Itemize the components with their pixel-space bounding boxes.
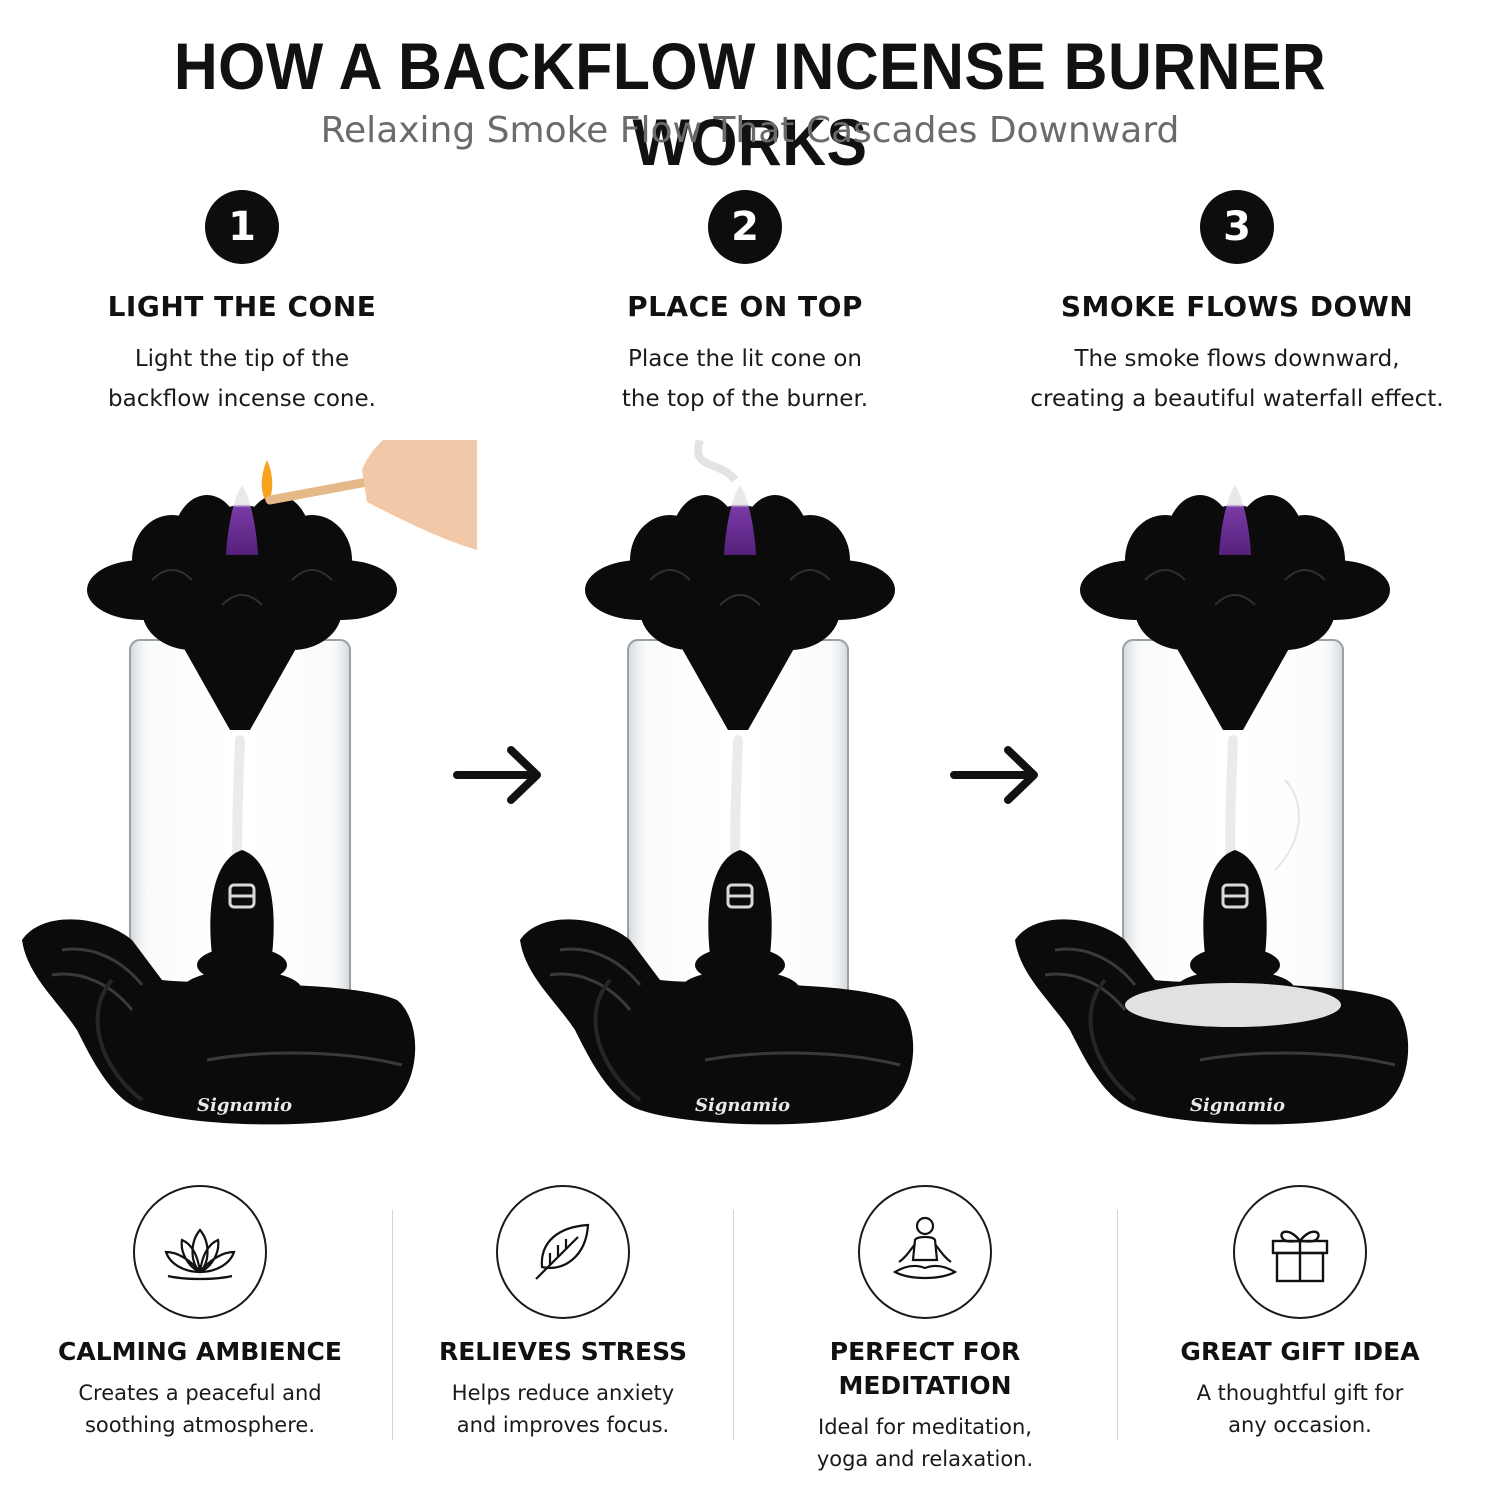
lotus-icon bbox=[133, 1185, 267, 1319]
leaf-icon bbox=[496, 1185, 630, 1319]
matchstick bbox=[265, 477, 372, 505]
step-description-line: Light the tip of the bbox=[134, 346, 350, 372]
feature-description: Ideal for meditation, yoga and relaxatio… bbox=[765, 1411, 1085, 1475]
brand-logo: Signamio bbox=[1190, 1095, 1286, 1116]
divider bbox=[392, 1210, 393, 1440]
step-number: 1 bbox=[205, 190, 279, 264]
step-1: 1 LIGHT THE CONE Light the tip of the ba… bbox=[0, 190, 492, 419]
step-title: SMOKE FLOWS DOWN bbox=[1060, 290, 1414, 323]
feature-description-line: and improves focus. bbox=[456, 1413, 670, 1437]
feature-description: Helps reduce anxiety and improves focus. bbox=[403, 1377, 723, 1441]
burner-illustration-3: Signamio bbox=[1015, 440, 1475, 1140]
step-description: The smoke flows downward, creating a bea… bbox=[987, 339, 1487, 419]
brand-logo: Signamio bbox=[695, 1095, 791, 1116]
feature-title: PERFECT FOR MEDITATION bbox=[765, 1335, 1085, 1403]
feature-title-line: MEDITATION bbox=[838, 1371, 1012, 1400]
smoke-pool bbox=[1125, 983, 1341, 1027]
arrow-right-icon bbox=[950, 740, 1050, 810]
feature-perfect-for-meditation: PERFECT FOR MEDITATION Ideal for meditat… bbox=[765, 1185, 1085, 1475]
feature-great-gift-idea: GREAT GIFT IDEA A thoughtful gift for an… bbox=[1140, 1185, 1460, 1441]
smoke-wisp bbox=[694, 438, 739, 483]
meditation-icon bbox=[858, 1185, 992, 1319]
feature-description-line: yoga and relaxation. bbox=[816, 1447, 1034, 1471]
page-title: HOW A BACKFLOW INCENSE BURNER WORKS bbox=[173, 29, 1327, 179]
feature-relieves-stress: RELIEVES STRESS Helps reduce anxiety and… bbox=[403, 1185, 723, 1441]
feature-description-line: Creates a peaceful and bbox=[78, 1381, 322, 1405]
step-title: PLACE ON TOP bbox=[627, 290, 863, 323]
hand-holding-match bbox=[362, 412, 477, 550]
feature-description-line: Ideal for meditation, bbox=[818, 1415, 1032, 1439]
step-number: 2 bbox=[708, 190, 782, 264]
feature-title: GREAT GIFT IDEA bbox=[1180, 1337, 1420, 1366]
burner-illustration-2: Signamio bbox=[520, 438, 980, 1140]
step-number: 3 bbox=[1200, 190, 1274, 264]
step-description-line: the top of the burner. bbox=[621, 386, 869, 412]
divider bbox=[1117, 1210, 1118, 1440]
feature-description: Creates a peaceful and soothing atmosphe… bbox=[40, 1377, 360, 1441]
burner-illustration-1: Signamio bbox=[22, 412, 482, 1140]
feature-title: CALMING AMBIENCE bbox=[58, 1337, 342, 1366]
feature-title: RELIEVES STRESS bbox=[438, 1337, 688, 1366]
feature-title-line: PERFECT FOR bbox=[829, 1337, 1021, 1366]
step-description-line: backflow incense cone. bbox=[108, 386, 376, 412]
brand-logo: Signamio bbox=[197, 1095, 293, 1116]
step-3: 3 SMOKE FLOWS DOWN The smoke flows downw… bbox=[987, 190, 1487, 419]
flame-icon bbox=[261, 460, 273, 502]
step-title: LIGHT THE CONE bbox=[107, 290, 377, 323]
feature-description-line: any occasion. bbox=[1228, 1413, 1372, 1437]
step-description-line: creating a beautiful waterfall effect. bbox=[1030, 386, 1444, 412]
feature-calming-ambience: CALMING AMBIENCE Creates a peaceful and … bbox=[40, 1185, 360, 1441]
step-description: Place the lit cone on the top of the bur… bbox=[495, 339, 995, 419]
feature-description-line: Helps reduce anxiety bbox=[451, 1381, 675, 1405]
step-description-line: Place the lit cone on bbox=[627, 346, 863, 372]
step-description: Light the tip of the backflow incense co… bbox=[0, 339, 492, 419]
feature-description-line: soothing atmosphere. bbox=[84, 1413, 315, 1437]
feature-description: A thoughtful gift for any occasion. bbox=[1140, 1377, 1460, 1441]
arrow-right-icon bbox=[453, 740, 553, 810]
feature-description-line: A thoughtful gift for bbox=[1196, 1381, 1404, 1405]
step-2: 2 PLACE ON TOP Place the lit cone on the… bbox=[495, 190, 995, 419]
step-description-line: The smoke flows downward, bbox=[1074, 346, 1400, 372]
gift-icon bbox=[1233, 1185, 1367, 1319]
divider bbox=[733, 1210, 734, 1440]
page-subtitle: Relaxing Smoke Flow That Cascades Downwa… bbox=[320, 110, 1180, 151]
